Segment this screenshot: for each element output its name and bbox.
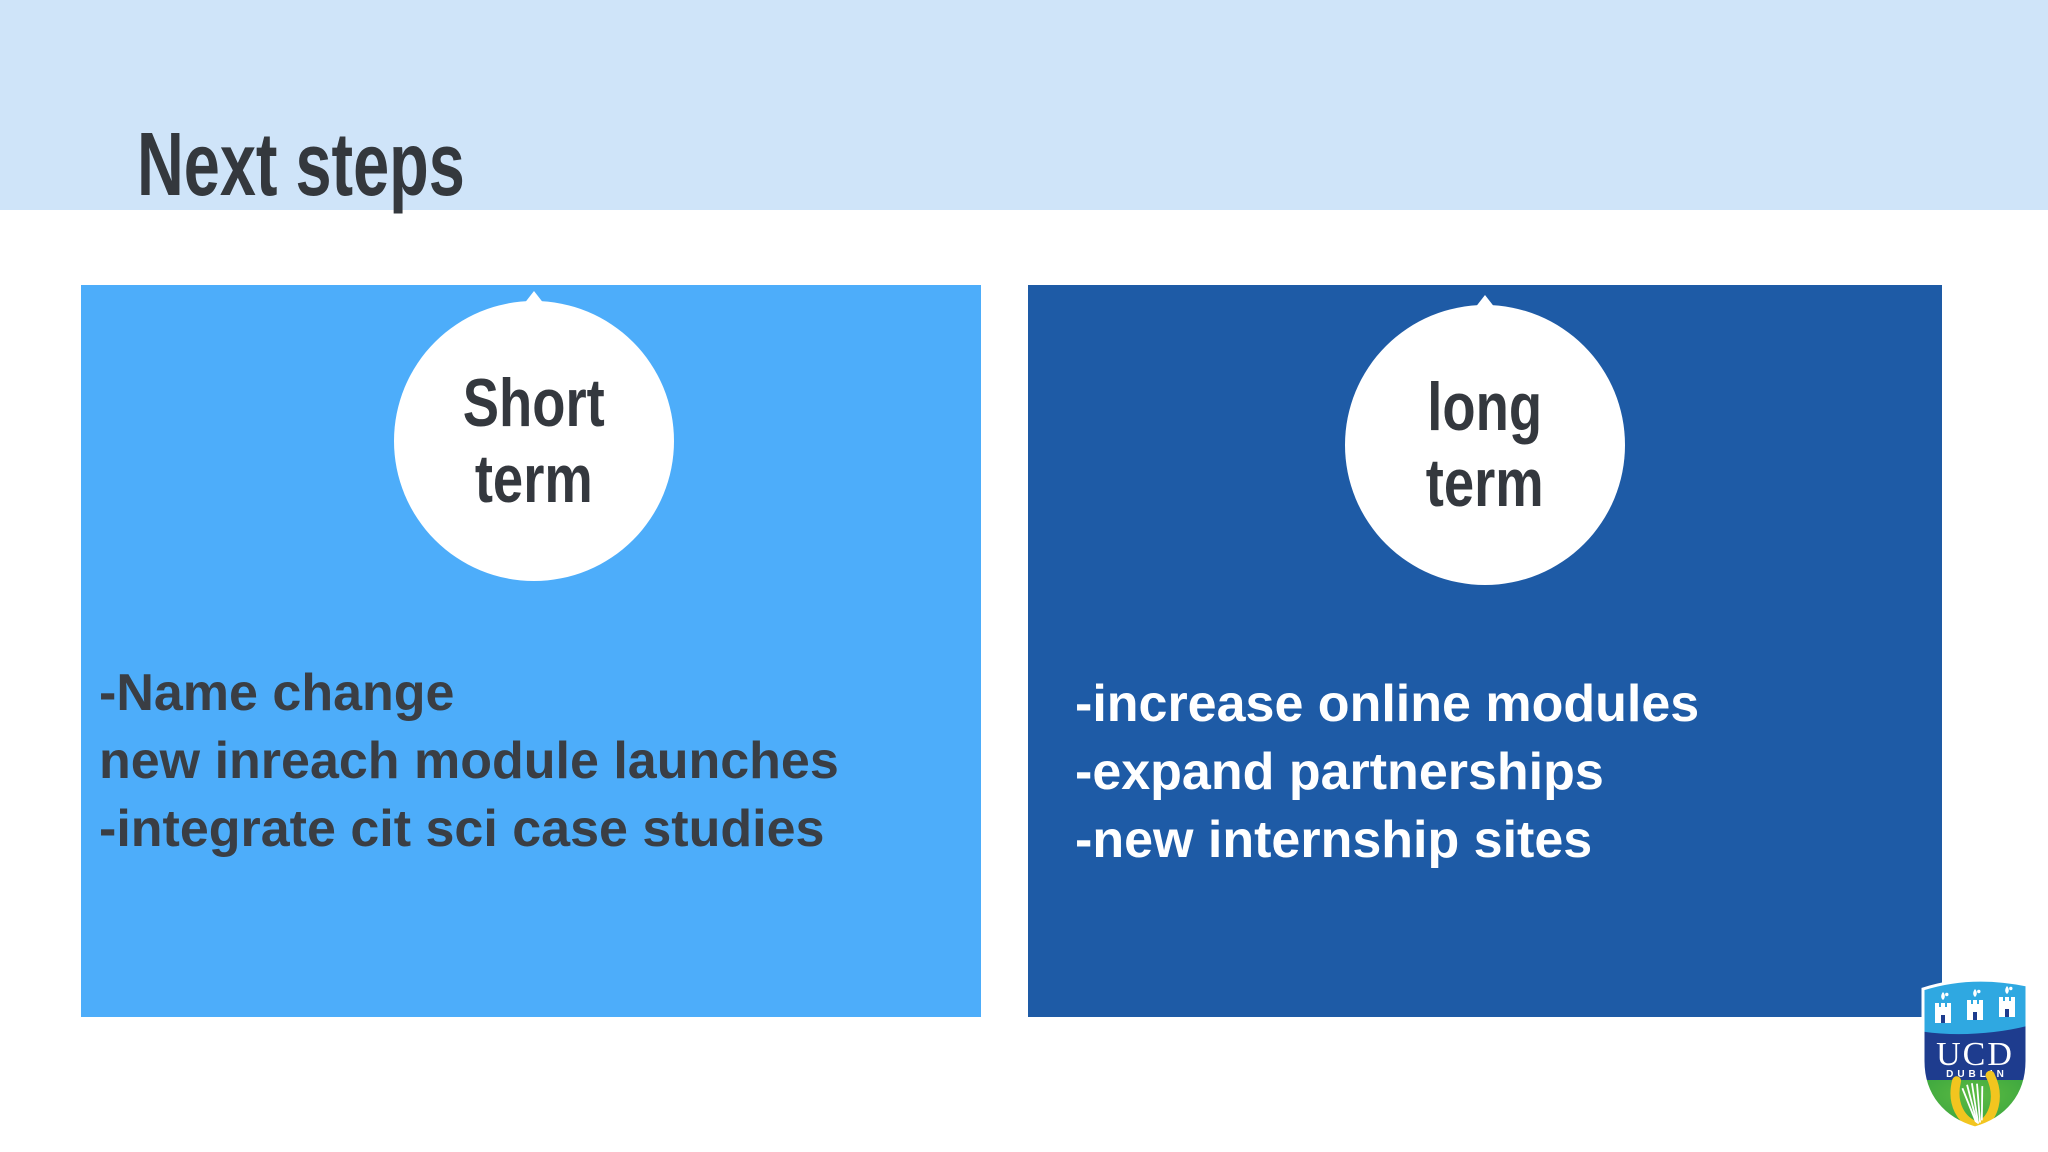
short-term-panel: Short term -Name change new inreach modu… <box>81 285 981 1017</box>
list-item: -increase online modules <box>1075 675 1700 733</box>
bubble-tail-icon <box>1471 295 1499 313</box>
bubble-tail-icon <box>520 291 548 309</box>
badge-line-2: term <box>1426 445 1544 521</box>
long-term-list: -increase online modules -expand partner… <box>1075 670 1699 874</box>
list-item: -new internship sites <box>1075 811 1593 869</box>
long-term-panel: long term -increase online modules -expa… <box>1028 285 1942 1017</box>
shield-icon: UCD DUBLIN <box>1921 978 2029 1130</box>
badge-label: long term <box>1426 369 1544 521</box>
list-item: -expand partnerships <box>1075 743 1604 801</box>
list-item: -integrate cit sci case studies <box>99 800 825 858</box>
badge-line-1: Short <box>462 365 606 441</box>
page-title: Next steps <box>137 115 465 216</box>
badge-line-1: long <box>1427 369 1543 445</box>
header-band: Next steps <box>0 0 2048 210</box>
list-item: -Name change <box>99 664 455 722</box>
long-term-badge: long term <box>1345 295 1625 585</box>
badge-line-2: term <box>475 441 593 517</box>
ucd-crest-logo: UCD DUBLIN <box>1919 973 2031 1131</box>
short-term-badge: Short term <box>394 291 674 581</box>
crest-acronym: UCD <box>1936 1036 2014 1073</box>
short-term-list: -Name change new inreach module launches… <box>99 659 839 863</box>
list-item: new inreach module launches <box>99 732 839 790</box>
badge-label: Short term <box>463 365 605 517</box>
crest-city: DUBLIN <box>1946 1069 2008 1080</box>
